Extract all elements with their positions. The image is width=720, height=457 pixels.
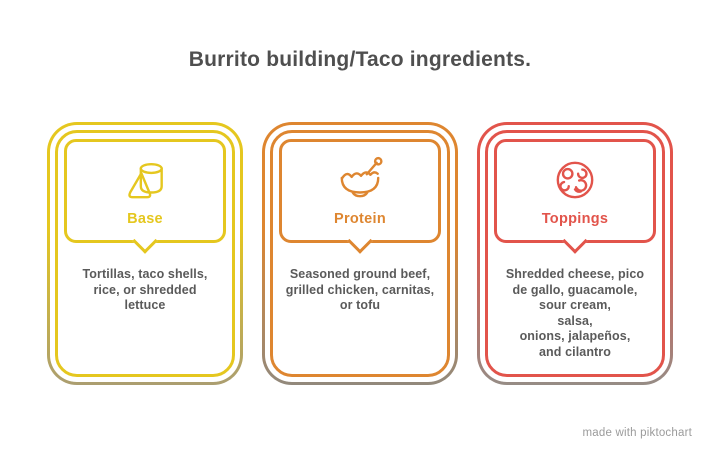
card-protein-outline-gap: Protein Seasoned ground beef, grilled ch… [265,125,455,382]
card-base-body: Tortillas, taco shells, rice, or shredde… [82,267,208,312]
card-protein-label: Protein [333,211,387,227]
card-toppings-body: Shredded cheese, pico de gallo, guacamol… [505,267,645,359]
card-base: Base Tortillas, taco shells, rice, or sh… [47,122,243,385]
card-base-label: Base [127,211,163,227]
card-toppings-bubble-tail [562,228,588,254]
card-toppings-header-bubble: Toppings [494,139,656,254]
toppings-plate-icon [550,155,600,205]
card-protein-body: Seasoned ground beef, grilled chicken, c… [285,267,435,312]
rice-cone-and-jar-icon [120,155,170,205]
cards-row: Base Tortillas, taco shells, rice, or sh… [47,122,673,385]
page-title: Burrito building/Taco ingredients. [188,48,532,71]
card-toppings-label: Toppings [541,211,609,227]
bowl-and-spoon-icon [335,155,385,205]
card-toppings-outline-gap: Toppings Shredded cheese, pico de gallo,… [480,125,670,382]
card-protein-bubble-tail [347,228,373,254]
card-base-bubble-tail [132,228,158,254]
card-toppings: Toppings Shredded cheese, pico de gallo,… [477,122,673,385]
card-base-outline-gap: Base Tortillas, taco shells, rice, or sh… [50,125,240,382]
card-toppings-inner: Toppings Shredded cheese, pico de gallo,… [485,130,665,377]
card-base-header-bubble: Base [64,139,226,254]
card-base-inner: Base Tortillas, taco shells, rice, or sh… [55,130,235,377]
card-protein-header-bubble: Protein [279,139,441,254]
card-protein: Protein Seasoned ground beef, grilled ch… [262,122,458,385]
watermark: made with piktochart [582,427,692,439]
card-protein-inner: Protein Seasoned ground beef, grilled ch… [270,130,450,377]
